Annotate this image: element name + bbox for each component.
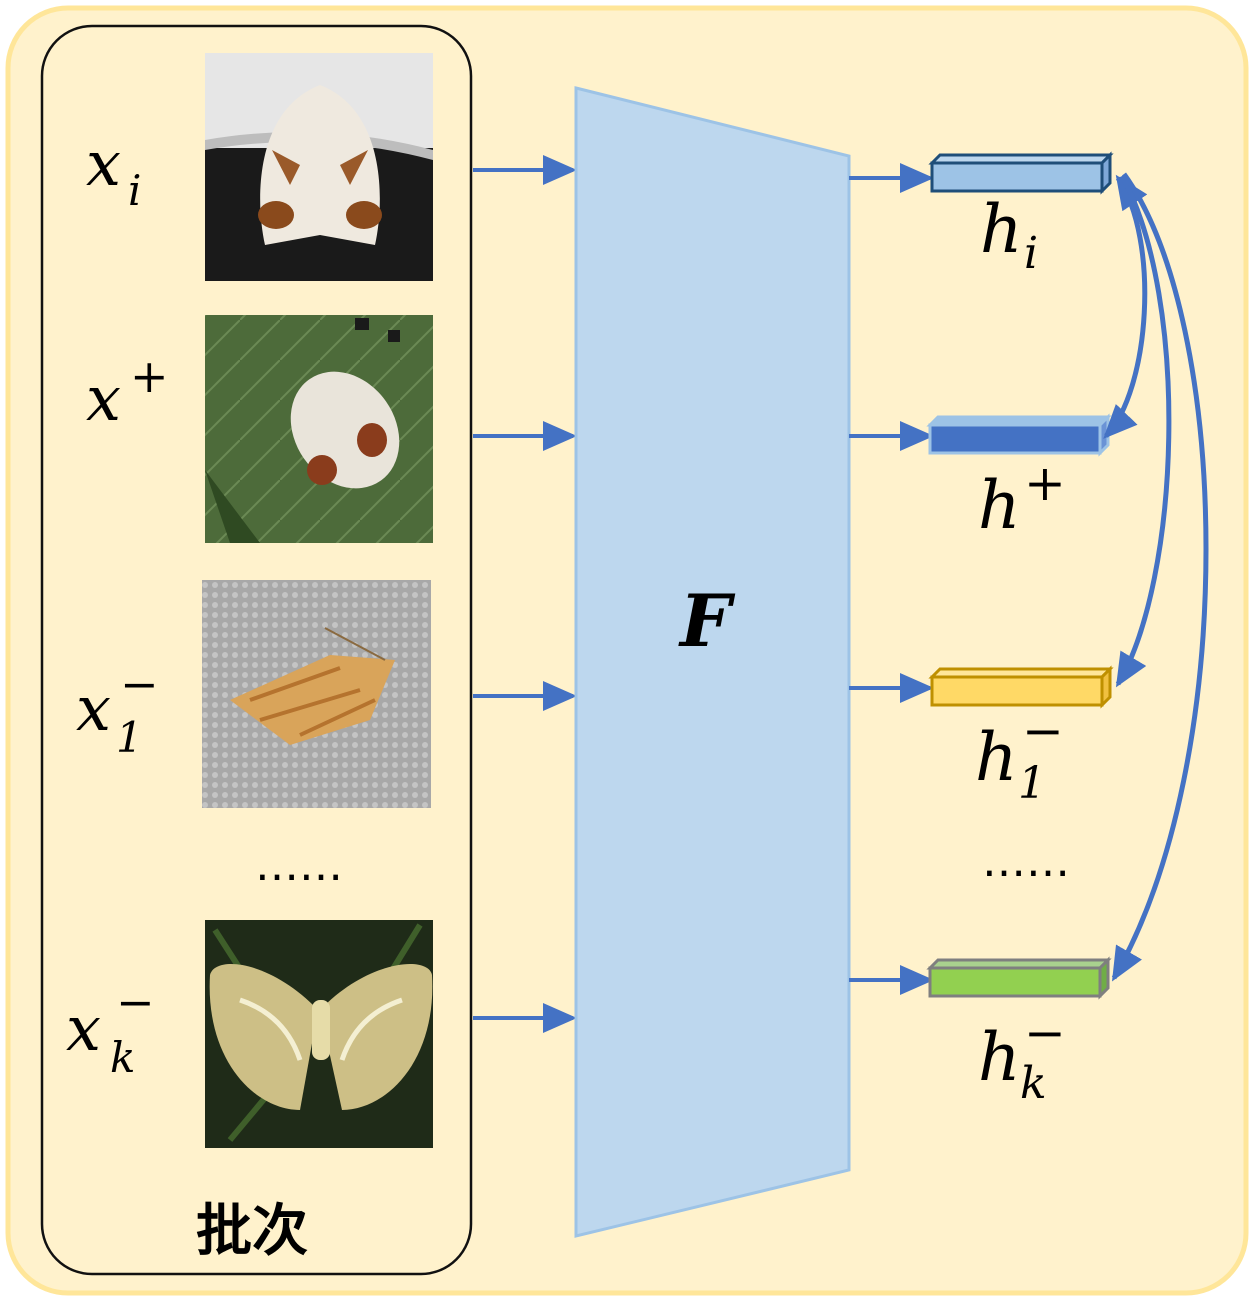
svg-text:h: h [975,719,1018,796]
encoder-trapezoid [574,86,851,1238]
svg-text:−: − [1022,702,1064,760]
svg-text:1: 1 [1018,758,1046,809]
output-label-hplus: h + [978,454,1066,544]
output-label-hkminus: h k − [978,1004,1066,1109]
feature-vector-h1minus [928,665,1114,709]
svg-text:x: x [76,672,111,745]
ellipsis-left: …… [255,840,343,891]
input-image-x1minus [202,580,431,808]
svg-text:h: h [978,467,1021,544]
feature-vector-hplus [926,413,1112,457]
svg-text:k: k [1020,1058,1047,1109]
svg-text:+: + [130,349,169,403]
similarity-arc-positive [1103,174,1148,439]
svg-text:−: − [116,975,155,1029]
feature-vector-hkminus [926,956,1112,1000]
svg-text:x: x [86,362,121,435]
output-label-h1minus: h 1 − [975,702,1064,809]
output-label-hi: h i [980,191,1038,279]
svg-text:x: x [66,992,101,1065]
svg-text:1: 1 [116,713,143,762]
similarity-arc-negative-1 [1115,174,1172,688]
input-image-xplus [205,315,433,543]
input-label-xkminus: x k − [66,975,155,1082]
svg-text:i: i [128,166,141,215]
svg-text:−: − [120,657,159,711]
input-image-xkminus [205,920,433,1148]
svg-text:−: − [1024,1004,1066,1062]
svg-text:h: h [980,191,1023,268]
svg-text:h: h [978,1019,1021,1096]
similarity-arc-negative-k [1111,172,1209,982]
feature-vector-hi [928,151,1114,195]
encoder-label: F [678,578,736,663]
input-label-xi: x i [86,127,141,215]
svg-text:i: i [1024,228,1038,279]
svg-text:+: + [1024,454,1066,512]
input-image-xi [205,53,433,281]
svg-text:x: x [86,127,121,200]
batch-container [40,24,473,1276]
svg-text:k: k [110,1033,135,1082]
input-label-xplus: x + [86,349,169,435]
input-label-x1minus: x 1 − [76,657,159,762]
batch-label: 批次 [196,1199,308,1264]
ellipsis-right: …… [982,836,1070,887]
